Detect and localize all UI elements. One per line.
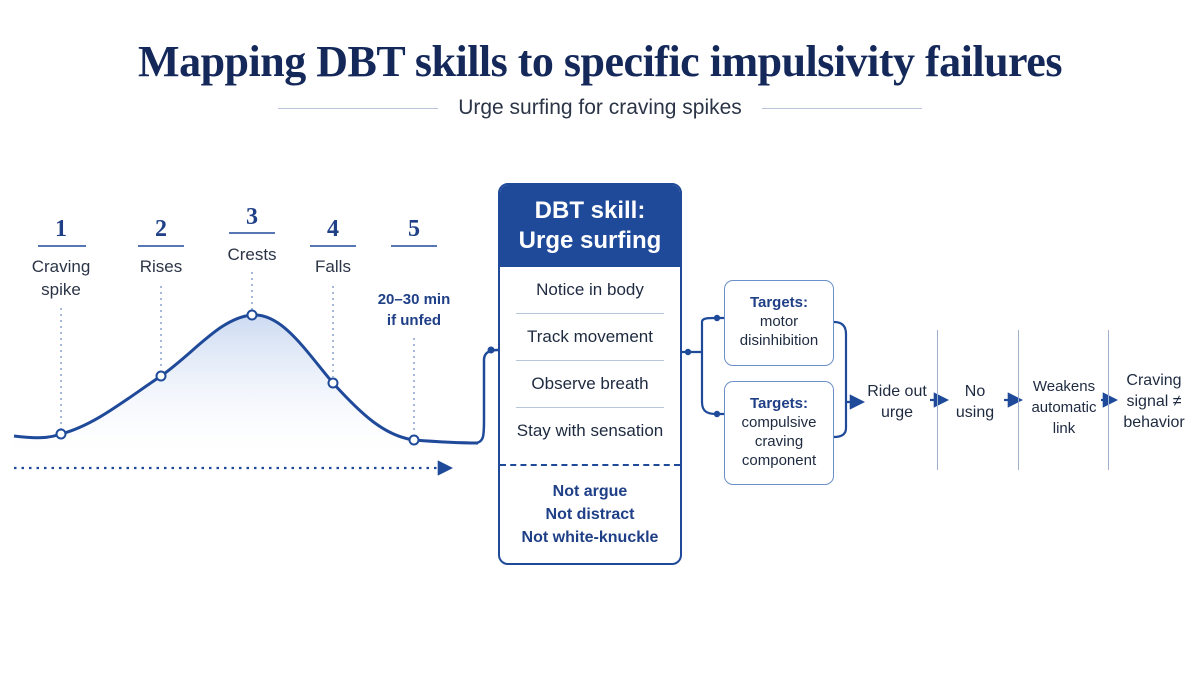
target-text: motor bbox=[759, 313, 799, 330]
connector-dot bbox=[713, 314, 721, 322]
duration-line: if unfed bbox=[387, 312, 441, 329]
step-label-line: Crests bbox=[227, 245, 276, 264]
step-4: 4 Falls bbox=[310, 216, 356, 276]
wave-point-3 bbox=[246, 309, 258, 321]
skill-separator bbox=[500, 464, 680, 466]
target-heading: Targets: bbox=[749, 294, 809, 311]
step-label-line: Rises bbox=[140, 257, 183, 276]
outcome-line: link bbox=[1052, 420, 1076, 437]
outcome-line: Ride out bbox=[867, 383, 927, 400]
skill-heading-line: DBT skill: bbox=[534, 197, 646, 224]
step-label-line: Falls bbox=[315, 257, 351, 276]
outcome-line: urge bbox=[880, 404, 914, 421]
duration-line: 20–30 min bbox=[378, 291, 451, 308]
targets-to-outcome-connector bbox=[833, 320, 862, 439]
skill-not-item: Not white-knuckle bbox=[521, 529, 659, 546]
outcome-divider bbox=[1018, 330, 1019, 470]
wave-area bbox=[14, 314, 478, 455]
wave-point-2 bbox=[155, 370, 167, 382]
skill-item: Track movement bbox=[516, 314, 664, 361]
target-text: craving bbox=[754, 433, 804, 450]
outcome-line: automatic bbox=[1031, 399, 1097, 416]
outcome-craving-signal: Craving signal ≠ behavior bbox=[1118, 370, 1190, 433]
outcome-line: signal ≠ bbox=[1126, 393, 1182, 410]
step-number: 2 bbox=[155, 216, 167, 242]
step-3: 3 Crests bbox=[227, 204, 276, 264]
outcome-line: No bbox=[964, 383, 986, 400]
wave-point-1 bbox=[55, 428, 67, 440]
skill-item: Notice in body bbox=[516, 267, 664, 314]
skill-heading-line: Urge surfing bbox=[518, 227, 662, 254]
target-box-compulsive: Targets: compulsive craving component bbox=[724, 381, 834, 485]
page-title: Mapping DBT skills to specific impulsivi… bbox=[138, 37, 1062, 86]
step-label-line: Craving bbox=[32, 257, 91, 276]
skill-not-item: Not distract bbox=[545, 506, 635, 523]
outcome-line: using bbox=[955, 404, 995, 421]
outcome-line: Craving bbox=[1126, 372, 1182, 389]
step-label-line: spike bbox=[41, 280, 81, 299]
target-text: component bbox=[741, 452, 817, 469]
skill-to-targets-connector bbox=[682, 316, 724, 416]
target-text: disinhibition bbox=[739, 332, 819, 349]
outcome-divider bbox=[1108, 330, 1109, 470]
wave-point-4 bbox=[327, 377, 339, 389]
outcome-ride-out: Ride out urge bbox=[862, 381, 932, 423]
step-number: 4 bbox=[327, 216, 339, 242]
subtitle-rule-left bbox=[278, 107, 439, 109]
skill-not-item: Not argue bbox=[552, 483, 628, 500]
connector-dot bbox=[487, 346, 495, 354]
step-5: 5 20–30 min if unfed bbox=[378, 216, 451, 329]
skill-items: Notice in body Track movement Observe br… bbox=[500, 267, 680, 454]
outcome-no-using: No using bbox=[946, 381, 1004, 423]
skill-heading: DBT skill: Urge surfing bbox=[500, 185, 680, 267]
connector-dot bbox=[713, 410, 721, 418]
wave-point-5 bbox=[408, 434, 420, 446]
step-number: 1 bbox=[55, 216, 67, 242]
outcome-weakens: Weakens automatic link bbox=[1024, 376, 1104, 439]
subtitle-row: Urge surfing for craving spikes bbox=[0, 96, 1200, 120]
skill-item: Stay with sensation bbox=[516, 421, 664, 440]
outcome-line: behavior bbox=[1123, 414, 1185, 431]
target-text: compulsive bbox=[741, 414, 817, 431]
skill-box: DBT skill: Urge surfing Notice in body T… bbox=[498, 183, 682, 565]
outcome-divider bbox=[937, 330, 938, 470]
step-number: 3 bbox=[246, 204, 258, 230]
wave-to-skill-connector bbox=[473, 348, 499, 445]
step-1: 1 Craving spike bbox=[32, 216, 91, 299]
outcome-line: Weakens bbox=[1032, 378, 1096, 395]
step-2: 2 Rises bbox=[138, 216, 184, 276]
subtitle-rule-right bbox=[761, 107, 922, 109]
skill-nots: Not argue Not distract Not white-knuckle bbox=[500, 466, 680, 549]
target-box-motor: Targets: motor disinhibition bbox=[724, 280, 834, 366]
connector-dot bbox=[684, 348, 692, 356]
skill-item: Observe breath bbox=[516, 361, 664, 408]
target-heading: Targets: bbox=[749, 395, 809, 412]
subtitle: Urge surfing for craving spikes bbox=[458, 96, 742, 119]
step-number: 5 bbox=[408, 216, 420, 242]
